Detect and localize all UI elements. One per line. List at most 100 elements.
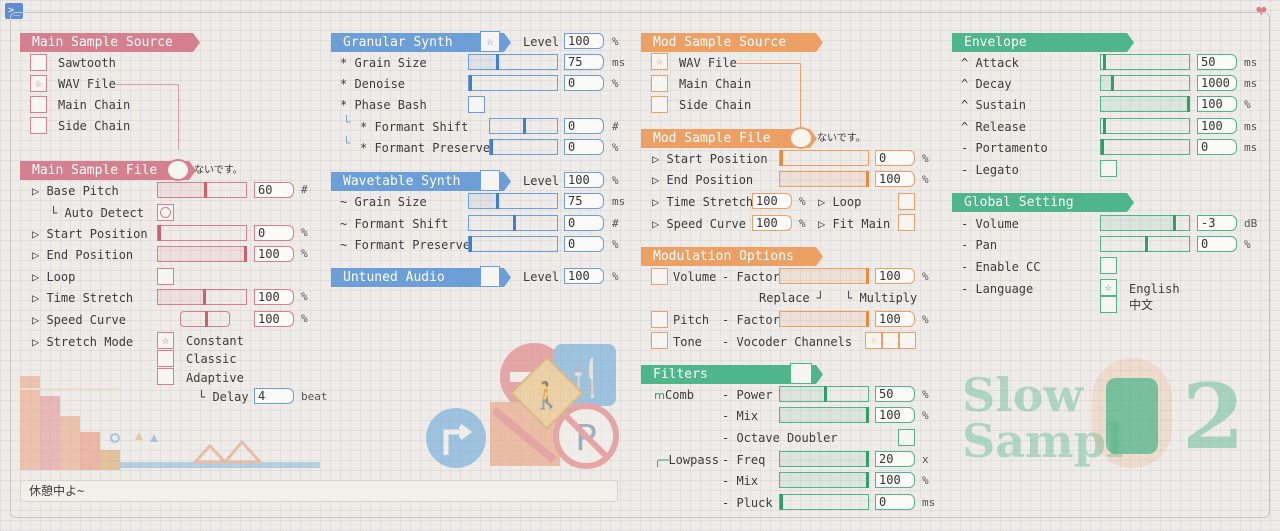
mod-speed-curve-value[interactable]: 100	[752, 215, 792, 231]
granular-formant-shift-slider[interactable]	[489, 118, 558, 134]
mod-start-position-slider[interactable]	[779, 150, 869, 166]
untuned-level-label: Level	[523, 270, 560, 284]
pitch-factor-value[interactable]: 100	[875, 311, 915, 327]
mod-source-radio-side-chain[interactable]	[651, 96, 668, 113]
lowpass-freq-slider[interactable]	[779, 451, 869, 467]
comb-mix-slider[interactable]	[779, 407, 869, 423]
comb-power-value[interactable]: 50	[875, 386, 915, 402]
multiply-option[interactable]: └ Multiply	[845, 291, 918, 305]
stretch-mode-radio-adaptive[interactable]	[157, 368, 174, 385]
wavetable-formant-preserve-slider[interactable]	[468, 236, 558, 252]
untuned-level-value[interactable]: 100	[564, 268, 604, 284]
volume-factor-slider[interactable]	[779, 268, 869, 284]
main-loop-checkbox[interactable]	[157, 268, 174, 285]
main-time-stretch-value[interactable]: 100	[254, 289, 294, 305]
language-label: - Language	[961, 282, 1034, 296]
wavetable-formant-shift-slider[interactable]	[468, 215, 558, 231]
mod-source-radio-main-chain[interactable]	[651, 75, 668, 92]
pan-slider[interactable]	[1100, 236, 1190, 252]
delay-value[interactable]: 4	[254, 388, 294, 404]
granular-grain-size-value[interactable]: 75	[564, 54, 604, 70]
wavetable-synth-toggle[interactable]	[480, 170, 500, 191]
wavetable-grain-size-value[interactable]: 75	[564, 193, 604, 209]
portamento-slider[interactable]	[1100, 139, 1190, 155]
vocoder-channel-3[interactable]	[899, 332, 916, 349]
main-source-radio-sawtooth[interactable]	[30, 54, 47, 71]
decay-slider[interactable]	[1100, 75, 1190, 91]
attack-value[interactable]: 50	[1197, 54, 1237, 70]
main-source-radio-wav[interactable]: ☆	[30, 75, 47, 92]
wavetable-formant-preserve-value[interactable]: 0	[564, 236, 604, 252]
mod-loop-checkbox[interactable]	[898, 193, 915, 210]
granular-formant-preserve-value[interactable]: 0	[564, 139, 604, 155]
decay-value[interactable]: 1000	[1197, 75, 1237, 91]
base-pitch-slider[interactable]	[157, 182, 247, 198]
pitch-factor-slider[interactable]	[779, 311, 869, 327]
wavetable-grain-size-slider[interactable]	[468, 193, 558, 209]
granular-denoise-slider[interactable]	[468, 75, 558, 91]
main-source-radio-side-chain[interactable]	[30, 117, 47, 134]
enable-cc-checkbox[interactable]	[1100, 257, 1117, 274]
granular-formant-shift-value[interactable]: 0	[564, 118, 604, 134]
mod-end-position-slider[interactable]	[779, 171, 869, 187]
terminal-icon[interactable]: >_	[5, 3, 23, 19]
granular-formant-preserve-slider[interactable]	[489, 139, 558, 155]
mod-end-position-value[interactable]: 100	[875, 171, 915, 187]
mod-time-stretch-value[interactable]: 100	[752, 193, 792, 209]
mod-file-load-button[interactable]	[789, 127, 813, 149]
language-radio-english[interactable]: ☆	[1100, 279, 1117, 296]
main-end-position-value[interactable]: 100	[254, 246, 294, 262]
auto-detect-toggle[interactable]	[157, 204, 174, 221]
wavetable-formant-shift-value[interactable]: 0	[564, 215, 604, 231]
stretch-mode-radio-constant[interactable]: ☆	[157, 332, 174, 349]
volume-factor-value[interactable]: 100	[875, 268, 915, 284]
lowpass-pluck-slider[interactable]	[779, 494, 869, 510]
pan-value[interactable]: 0	[1197, 236, 1237, 252]
filters-toggle[interactable]	[790, 363, 812, 384]
volume-mod-checkbox[interactable]	[651, 268, 668, 285]
attack-slider[interactable]	[1100, 54, 1190, 70]
comb-power-slider[interactable]	[779, 386, 869, 402]
base-pitch-value[interactable]: 60	[254, 182, 294, 198]
main-end-position-slider[interactable]	[157, 246, 247, 262]
granular-synth-toggle[interactable]: ☆	[480, 31, 500, 52]
replace-option[interactable]: Replace ┘	[759, 291, 825, 305]
phase-bash-checkbox[interactable]	[468, 96, 485, 113]
main-source-radio-main-chain[interactable]	[30, 96, 47, 113]
broken-heart-icon[interactable]: ❤	[1256, 0, 1267, 21]
comb-mix-value[interactable]: 100	[875, 407, 915, 423]
vocoder-channel-1[interactable]: ☆	[865, 332, 882, 349]
portamento-value[interactable]: 0	[1197, 139, 1237, 155]
main-start-position-value[interactable]: 0	[254, 225, 294, 241]
global-volume-slider[interactable]	[1100, 215, 1190, 231]
main-start-position-slider[interactable]	[157, 225, 247, 241]
release-slider[interactable]	[1100, 118, 1190, 134]
stretch-mode-radio-classic[interactable]	[157, 350, 174, 367]
legato-checkbox[interactable]	[1100, 160, 1117, 177]
mod-source-radio-wav[interactable]: ☆	[651, 53, 668, 70]
main-file-load-button[interactable]	[166, 159, 190, 181]
mod-start-position-value[interactable]: 0	[875, 150, 915, 166]
release-value[interactable]: 100	[1197, 118, 1237, 134]
sustain-value[interactable]: 100	[1197, 96, 1237, 112]
lowpass-pluck-value[interactable]: 0	[875, 494, 915, 510]
lowpass-mix-slider[interactable]	[779, 472, 869, 488]
fit-main-checkbox[interactable]	[898, 214, 915, 231]
wavetable-level-value[interactable]: 100	[564, 172, 604, 188]
lowpass-mix-value[interactable]: 100	[875, 472, 915, 488]
main-speed-curve-control[interactable]	[180, 311, 230, 327]
main-speed-curve-value[interactable]: 100	[254, 311, 294, 327]
language-radio-chinese[interactable]	[1100, 296, 1117, 313]
granular-denoise-value[interactable]: 0	[564, 75, 604, 91]
vocoder-channel-2[interactable]	[882, 332, 899, 349]
tone-mod-checkbox[interactable]	[651, 332, 668, 349]
granular-level-value[interactable]: 100	[564, 33, 604, 49]
granular-grain-size-slider[interactable]	[468, 54, 558, 70]
pitch-mod-checkbox[interactable]	[651, 311, 668, 328]
untuned-audio-toggle[interactable]	[480, 266, 500, 287]
global-volume-value[interactable]: -3	[1197, 215, 1237, 231]
octave-doubler-checkbox[interactable]	[898, 429, 915, 446]
sustain-slider[interactable]	[1100, 96, 1190, 112]
main-time-stretch-slider[interactable]	[157, 289, 247, 305]
lowpass-freq-value[interactable]: 20	[875, 451, 915, 467]
